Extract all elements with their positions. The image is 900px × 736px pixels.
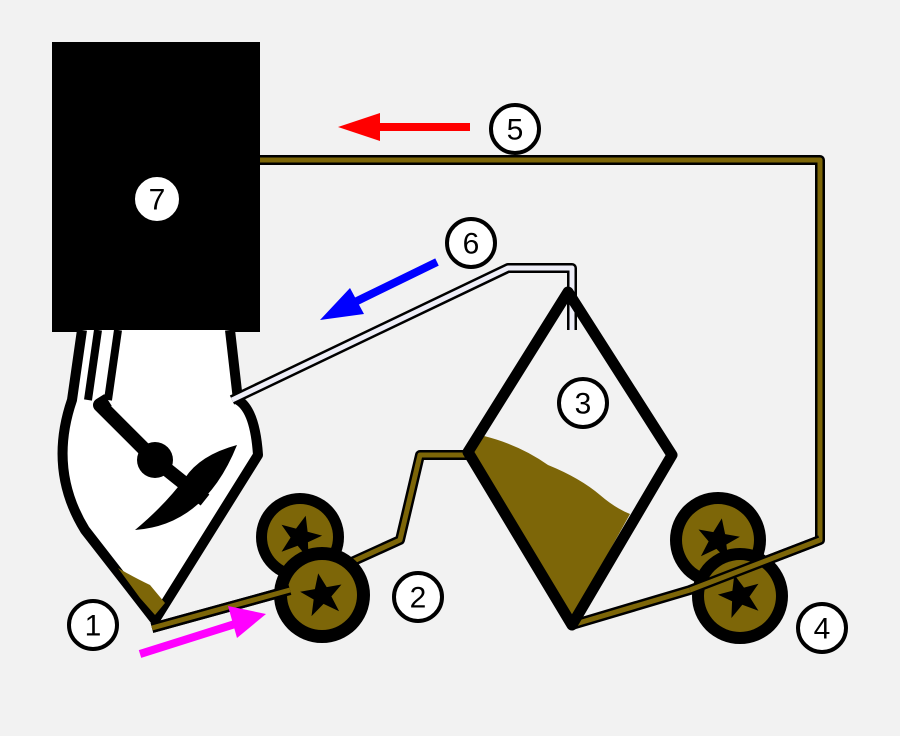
- badge-separator-label: 3: [575, 388, 592, 421]
- separator-vessel: [462, 286, 678, 631]
- badge-pump-upper-stage: 2: [392, 571, 444, 623]
- pump-4: [670, 492, 822, 644]
- badge-flow-return-label: 5: [507, 114, 524, 147]
- arrow-magenta-icon: [138, 606, 266, 658]
- badge-separator: 3: [557, 377, 609, 429]
- badge-pump-return: 4: [796, 602, 848, 654]
- badge-reactor: 1: [67, 599, 119, 651]
- badge-head-unit: 7: [131, 173, 183, 225]
- badge-reactor-label: 1: [85, 610, 102, 643]
- badge-pump-return-label: 4: [814, 613, 831, 646]
- pump-2: [150, 493, 370, 643]
- arrow-red-icon: [338, 113, 470, 141]
- badge-head-unit-label: 7: [149, 184, 166, 217]
- badge-flow-return: 5: [489, 103, 541, 155]
- arrow-blue-icon: [320, 258, 439, 320]
- badge-flow-vapor: 6: [445, 217, 497, 269]
- badge-flow-vapor-label: 6: [463, 228, 480, 261]
- badge-pump-upper-stage-label: 2: [410, 582, 427, 615]
- reactor-vessel: [57, 329, 263, 625]
